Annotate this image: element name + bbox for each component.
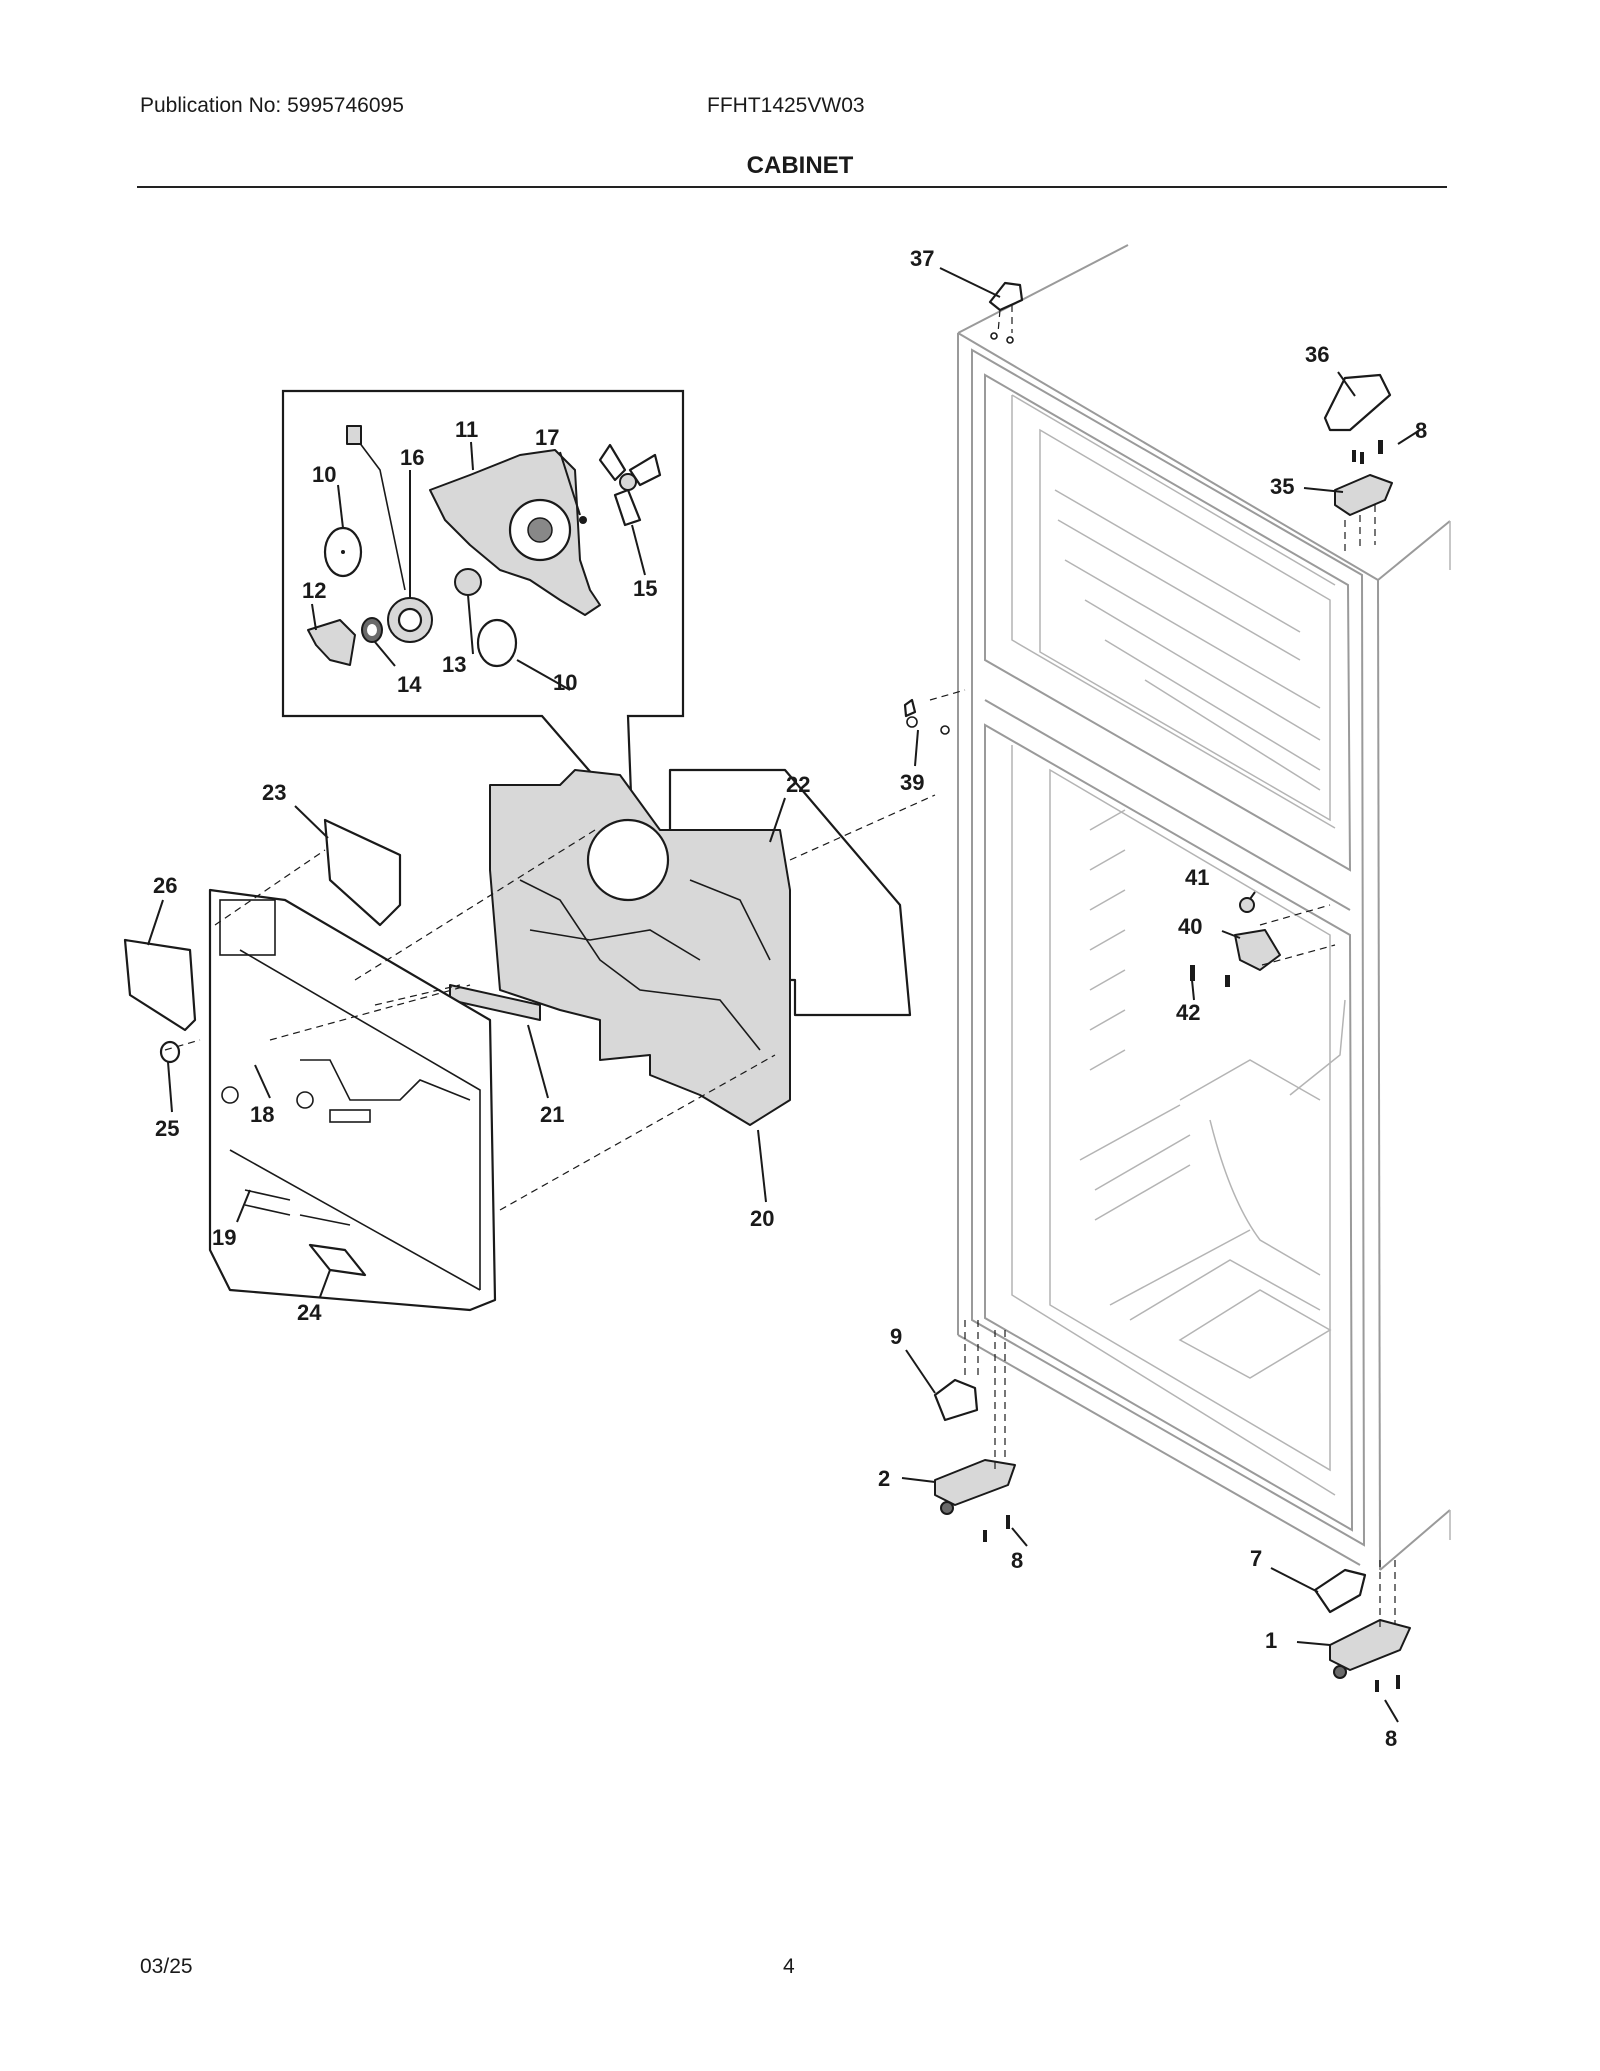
leader-lines [147,267,1421,1723]
callout-37: 37 [910,246,934,271]
callout-labels: 37 36 8 35 39 41 40 42 11 17 16 10 15 12… [153,246,1427,1751]
part-25-ring [159,1040,181,1064]
callout-36: 36 [1305,342,1329,367]
callout-2: 2 [878,1466,890,1491]
inset-detail-box [281,389,685,824]
part-7-cover [1313,1568,1367,1614]
part-26-cover [123,938,197,1032]
callout-20: 20 [750,1206,774,1231]
callout-25: 25 [155,1116,179,1141]
callout-10-upper: 10 [312,462,336,487]
callout-39: 39 [900,770,924,795]
part-41-button [1239,897,1255,913]
callout-21: 21 [540,1102,564,1127]
callout-22: 22 [786,772,810,797]
part-24-bezel [308,1243,367,1277]
part-36-hinge-cover [1323,373,1392,432]
callout-35: 35 [1270,474,1294,499]
part-8-screw-top [1378,440,1383,454]
part-39-shim [903,698,917,718]
inset-parts [307,425,662,668]
part-23-baffle [323,818,402,927]
part-12-bracket [307,619,356,666]
callout-19: 19 [212,1225,236,1250]
part-40-switch [1234,929,1281,971]
part-17-screw [579,516,587,524]
callout-40: 40 [1178,914,1202,939]
part-21-strip [449,984,541,1021]
part-15-fan [598,443,627,482]
part-8-screw-bottom-right [1396,1675,1400,1689]
left-assembly [123,689,966,1312]
part-42-screw [1190,965,1195,981]
callout-7: 7 [1250,1546,1262,1571]
callout-17: 17 [535,425,559,450]
callout-9: 9 [890,1324,902,1349]
callout-8-top: 8 [1415,418,1427,443]
part-13-hub [454,568,482,596]
callout-26: 26 [153,873,177,898]
callout-41: 41 [1185,865,1209,890]
publication-date: 03/25 [140,1955,193,1978]
hardware-parts [903,281,1411,1692]
part-10-disc-lower [476,618,518,668]
page-number: 4 [783,1955,795,1978]
part-9-hinge-cover [933,1378,979,1422]
part-8-screw-bottom-left [1006,1515,1010,1529]
publication-number: Publication No: 5995746095 [140,94,404,117]
callout-16: 16 [400,445,424,470]
callout-13: 13 [442,652,466,677]
callout-11: 11 [455,417,478,442]
section-title: CABINET [746,152,854,179]
callout-15: 15 [633,576,657,601]
callout-23: 23 [262,780,286,805]
callout-14: 14 [397,672,422,697]
callout-18: 18 [250,1102,274,1127]
callout-24: 24 [297,1300,322,1325]
header-rule [137,186,1447,188]
callout-12: 12 [302,578,326,603]
callout-1: 1 [1265,1628,1277,1653]
part-37-cap [988,281,1024,312]
callout-8-bottom-right: 8 [1385,1726,1397,1751]
callout-42: 42 [1176,1000,1200,1025]
callout-8-bottom-left: 8 [1011,1548,1023,1573]
part-35-top-hinge [1334,474,1393,516]
cabinet-shell [957,244,1451,1571]
part-20-housing [489,769,791,1126]
part-16-connector [346,425,362,445]
callout-10-lower: 10 [553,670,577,695]
model-number: FFHT1425VW03 [707,94,865,117]
part-1-bottom-hinge [1329,1619,1411,1671]
part-2-bottom-hinge [934,1459,1016,1506]
